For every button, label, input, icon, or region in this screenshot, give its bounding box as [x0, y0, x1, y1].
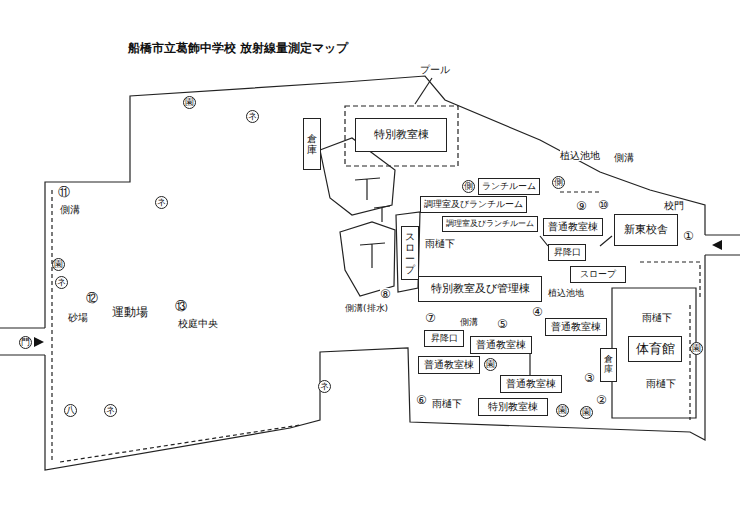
map-title: 船橋市立葛飾中学校 放射線量測定マップ	[128, 42, 348, 55]
building-name: ランチルーム	[482, 181, 536, 191]
place-label: 校門	[664, 200, 684, 211]
building-name: 普通教室棟	[424, 359, 474, 371]
building-name: 昇降口	[431, 333, 458, 343]
place-label: 側溝	[460, 318, 478, 328]
building-name: 体育館	[636, 342, 675, 357]
entrance-arrow	[712, 240, 722, 250]
measure-point: ネ	[155, 196, 168, 209]
measure-point: 門	[19, 336, 32, 349]
place-label: プール	[420, 64, 450, 75]
place-label: 側溝(排水)	[345, 304, 388, 314]
building-box: 調理室及びランチルーム	[420, 196, 527, 213]
measure-point: 園	[183, 96, 196, 109]
place-label: 側溝	[60, 204, 80, 215]
measure-point: ネ	[246, 110, 259, 123]
building-box: 普通教室棟	[543, 218, 603, 236]
building-box: スロープ	[570, 266, 626, 283]
callout-number: ⑪	[58, 186, 70, 199]
measure-point: 側	[552, 176, 565, 189]
building-name: 普通教室棟	[506, 378, 556, 390]
place-label: 雨樋下	[642, 312, 672, 323]
measure-point: 園	[484, 358, 497, 371]
measure-point: 八	[64, 404, 77, 417]
leader-line	[415, 78, 432, 104]
gym-outline	[612, 288, 696, 418]
place-label: 雨樋下	[425, 238, 455, 249]
building-name: 特別教室棟	[488, 401, 538, 413]
pool-outline	[345, 106, 458, 166]
building-box: 倉庫	[303, 118, 321, 170]
callout-number: ⑦	[425, 312, 436, 325]
building-name: 普通教室棟	[476, 339, 526, 351]
callout-number: ①	[683, 230, 694, 243]
building-box: スロープ	[401, 226, 419, 280]
building-name: 倉庫	[307, 133, 317, 155]
measure-point: 園	[556, 404, 569, 417]
slope-strip	[396, 212, 420, 292]
measure-point: 側	[462, 180, 475, 193]
measure-point: 園	[580, 406, 593, 419]
building-box: 特別教室棟	[355, 118, 447, 152]
place-label: 植込池地	[548, 289, 584, 299]
place-label: 植込池地	[560, 150, 600, 161]
callout-number: ④	[532, 306, 543, 319]
place-label: 雨樋下	[646, 378, 676, 389]
building-name: 新東校舎	[624, 224, 668, 237]
building-box: 調理室及びランチルーム	[442, 216, 538, 232]
building-name: 倉庫	[604, 355, 613, 375]
building-box: 昇降口	[424, 330, 464, 347]
drain-line	[52, 190, 700, 462]
callout-number: ⑩	[598, 199, 609, 212]
building-box: 体育館	[628, 336, 682, 362]
measure-point: ネ	[55, 276, 68, 289]
callout-number: ②	[596, 394, 607, 407]
building-box: 普通教室棟	[500, 375, 562, 393]
callout-number: ⑧	[380, 288, 391, 301]
callout-number: ③	[584, 372, 595, 385]
measure-point: ネ	[104, 404, 117, 417]
building-box: 特別教室及び管理棟	[418, 276, 542, 302]
place-label: 側溝	[614, 152, 634, 163]
building-name: 特別教室棟	[374, 129, 429, 142]
building-name: 普通教室棟	[551, 321, 601, 333]
building-box: 倉庫	[600, 348, 617, 382]
measure-point: 園	[52, 258, 65, 271]
stairs-mark	[355, 178, 390, 268]
stairs-area	[340, 222, 395, 296]
callout-number: ⑬	[175, 300, 187, 313]
place-label: 校庭中央	[178, 318, 218, 329]
measure-point: ネ	[318, 380, 331, 393]
callout-number: ⑤	[497, 318, 508, 331]
site-boundary	[45, 76, 705, 470]
building-box: 新東校舎	[614, 214, 678, 246]
building-box: 特別教室棟	[478, 398, 548, 416]
building-name: 調理室及びランチルーム	[424, 199, 523, 209]
place-label: 雨樋下	[432, 398, 462, 409]
callout-number: ⑨	[576, 200, 587, 213]
entrance-arrow	[34, 337, 44, 347]
building-box: 普通教室棟	[545, 318, 607, 336]
callout-number: ⑥	[416, 394, 427, 407]
building-name: 普通教室棟	[548, 221, 598, 233]
place-label: 砂場	[68, 312, 78, 323]
building-box: 昇降口	[548, 244, 586, 261]
place-label: 運動場	[112, 306, 148, 319]
callout-number: ⑫	[86, 292, 98, 305]
building-box: 普通教室棟	[418, 356, 480, 374]
building-name: スロープ	[405, 231, 415, 275]
building-box: 普通教室棟	[470, 336, 532, 354]
building-box: ランチルーム	[478, 178, 540, 195]
measure-point: 園	[690, 342, 703, 355]
building-name: スロープ	[580, 269, 616, 279]
building-name: 昇降口	[554, 247, 581, 257]
building-name: 調理室及びランチルーム	[446, 219, 534, 228]
building-name: 特別教室及び管理棟	[431, 283, 530, 296]
